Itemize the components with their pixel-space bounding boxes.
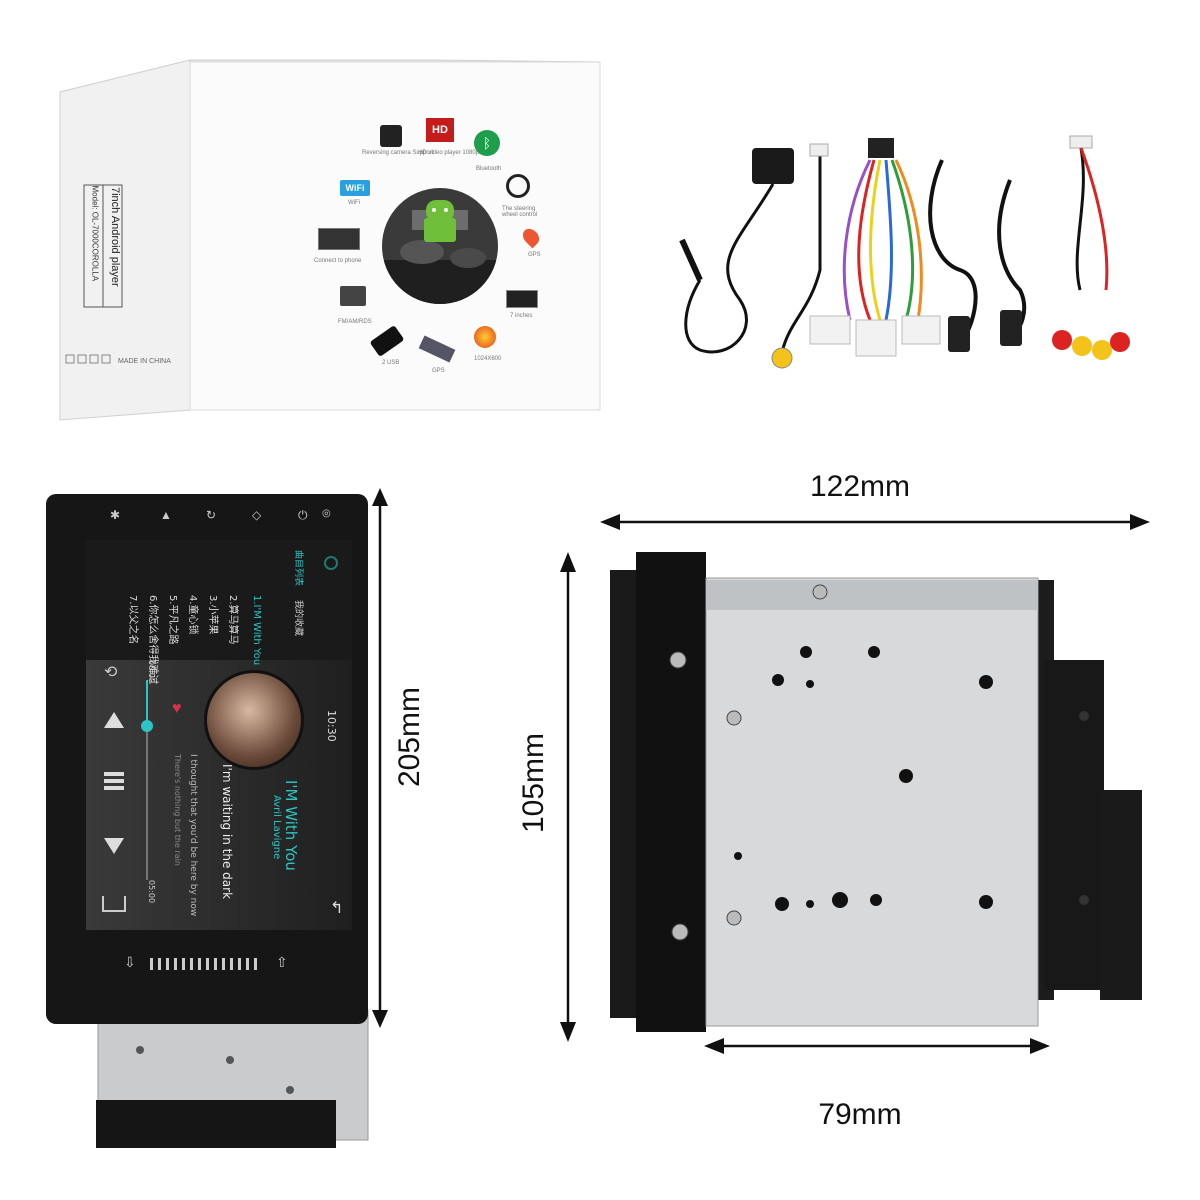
android-robot-icon (426, 200, 454, 222)
next-icon[interactable] (104, 838, 124, 854)
gps-antenna (752, 148, 794, 184)
volume-up-icon[interactable]: ⇧ (276, 954, 288, 970)
playlist-item[interactable]: 4.童心锁 (187, 595, 198, 635)
album-art (204, 670, 304, 770)
reversing-camera-icon (380, 125, 402, 147)
feature-label: WiFi (348, 200, 360, 206)
song-title: I'M With You (282, 780, 300, 871)
apps-icon[interactable]: ◇ (252, 508, 262, 522)
box-product-label: 7inch Android player (109, 187, 121, 287)
download-icon[interactable] (102, 896, 126, 912)
dimension-height-front: 205mm (393, 686, 426, 787)
bluetooth-icon: ᛒ (474, 130, 500, 156)
hd-video-icon: HD (426, 118, 454, 142)
box-car-interior-image (382, 188, 498, 304)
playlist-item[interactable]: 5.平凡之路 (167, 595, 178, 645)
navigation-icon[interactable]: ▲ (160, 508, 172, 522)
time-start: 00:00 (147, 660, 156, 684)
dimension-arrow-height-side (560, 552, 576, 1042)
feature-label: FM/AM/RDS (338, 319, 372, 325)
clock: 10:30 (325, 710, 338, 742)
dimension-arrow-height-front (372, 488, 388, 1028)
heart-icon[interactable]: ♥ (172, 700, 182, 717)
lyric-next: I thought that you'd be here by now (188, 754, 198, 917)
box-made-in: MADE IN CHINA (118, 358, 171, 365)
feature-label: The steering wheel control (502, 206, 538, 218)
radio-icon (340, 286, 366, 306)
dimension-arrow-depth-side (704, 1038, 1050, 1054)
dimension-depth-side: 79mm (818, 1098, 902, 1131)
feature-label: GPS (528, 252, 541, 258)
steering-wheel-icon (506, 174, 530, 198)
playlist-item[interactable]: 2.算马算马 (227, 595, 238, 645)
time-end: 05:00 (147, 880, 156, 904)
pause-icon[interactable] (104, 772, 124, 776)
phone-link-icon (318, 228, 360, 250)
feature-label: HD video player 1080p (418, 150, 480, 156)
playlist-item[interactable]: 7.以父之名 (127, 595, 138, 645)
mic-icon: ◎ (322, 508, 331, 519)
previous-icon[interactable] (104, 712, 124, 728)
indicator-icon (324, 556, 338, 570)
favorites-tab[interactable]: 我的收藏 (293, 600, 303, 637)
head-unit-side (610, 552, 1142, 1032)
artist-name: Avril Lavigne (271, 795, 282, 860)
feature-label: 7 inches (510, 313, 533, 319)
progress-fill (146, 680, 148, 724)
lyric-current: I'm waiting in the dark (220, 764, 234, 900)
feature-label: 2 USB (382, 360, 400, 366)
rotate-icon[interactable]: ↻ (206, 508, 217, 522)
feature-label: GPS (432, 368, 445, 374)
lyric-next-2: There's nothing but the rain (173, 754, 182, 866)
box-model-label: Model: OL-7000COROLLA (90, 185, 100, 282)
dimension-height-side: 105mm (517, 732, 550, 833)
back-icon[interactable]: ↰ (330, 900, 344, 917)
progress-track[interactable] (146, 680, 148, 880)
power-icon[interactable]: ⏻ (298, 508, 308, 522)
repeat-icon[interactable]: ⟲ (104, 664, 118, 681)
resolution-icon (474, 326, 496, 348)
feature-label: Reversing camera Support (362, 150, 434, 156)
volume-scale[interactable] (150, 958, 262, 970)
feature-label: Connect to phone (314, 258, 362, 264)
wifi-icon: WiFi (340, 180, 370, 196)
screen-icon (506, 290, 538, 308)
playlist-item-active[interactable]: 1.I'M With You (251, 595, 262, 666)
bluetooth-status-icon[interactable]: ✱ (110, 508, 121, 522)
cable-set (679, 135, 1130, 369)
progress-thumb[interactable] (141, 720, 153, 732)
feature-label: 1024X600 (474, 356, 502, 362)
playlist-item[interactable]: 3.小苹果 (207, 595, 218, 635)
dimension-arrow-width-side (600, 514, 1150, 530)
feature-label: Bluetooth (476, 166, 502, 172)
screen-display: 1.I'M With You 2.算马算马 3.小苹果 4.童心锁 5.平凡之路… (86, 540, 352, 930)
playlist-header[interactable]: 曲目列表 (293, 550, 303, 587)
dimension-width-side: 122mm (809, 470, 911, 503)
volume-down-icon[interactable]: ⇩ (124, 954, 136, 970)
